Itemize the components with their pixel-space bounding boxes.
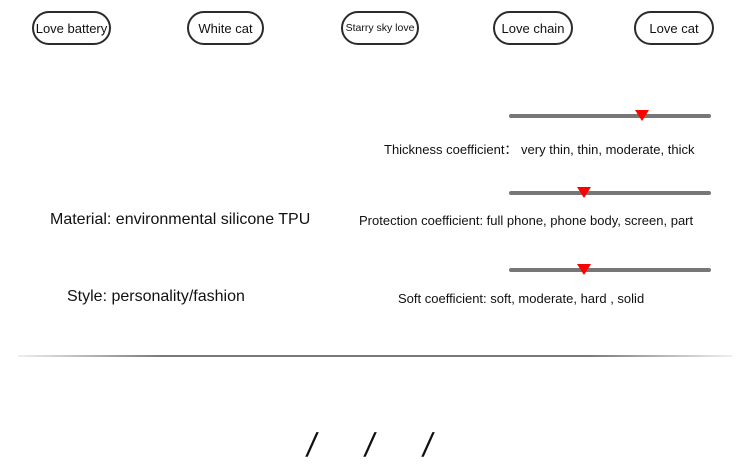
softness-scale-track xyxy=(509,264,711,275)
thickness-scale-track xyxy=(509,110,711,121)
footer-slash: / xyxy=(420,427,436,462)
footer-slash: / xyxy=(362,427,378,462)
material-spec: Material: environmental silicone TPU xyxy=(50,211,311,228)
style-spec: Style: personality/fashion xyxy=(67,288,245,305)
style-option-love-battery[interactable]: Love battery xyxy=(32,11,111,45)
style-option-love-chain[interactable]: Love chain xyxy=(493,11,573,45)
soft-coefficient-label: Soft coefficient: soft, moderate, hard ,… xyxy=(398,291,645,306)
footer-slash: / xyxy=(304,427,320,462)
thickness-coefficient-label: Thickness coefficient： very thin, thin, … xyxy=(384,142,695,157)
style-option-starry-sky-love[interactable]: Starry sky love xyxy=(341,11,419,45)
protection-scale-track xyxy=(509,187,711,198)
style-option-white-cat[interactable]: White cat xyxy=(187,11,264,45)
thickness-level-marker xyxy=(635,110,650,121)
style-option-love-cat[interactable]: Love cat xyxy=(634,11,714,45)
protection-coefficient-label: Protection coefficient: full phone, phon… xyxy=(359,213,694,228)
protection-level-marker xyxy=(576,187,591,198)
section-divider xyxy=(18,355,732,357)
softness-level-marker xyxy=(576,264,591,275)
